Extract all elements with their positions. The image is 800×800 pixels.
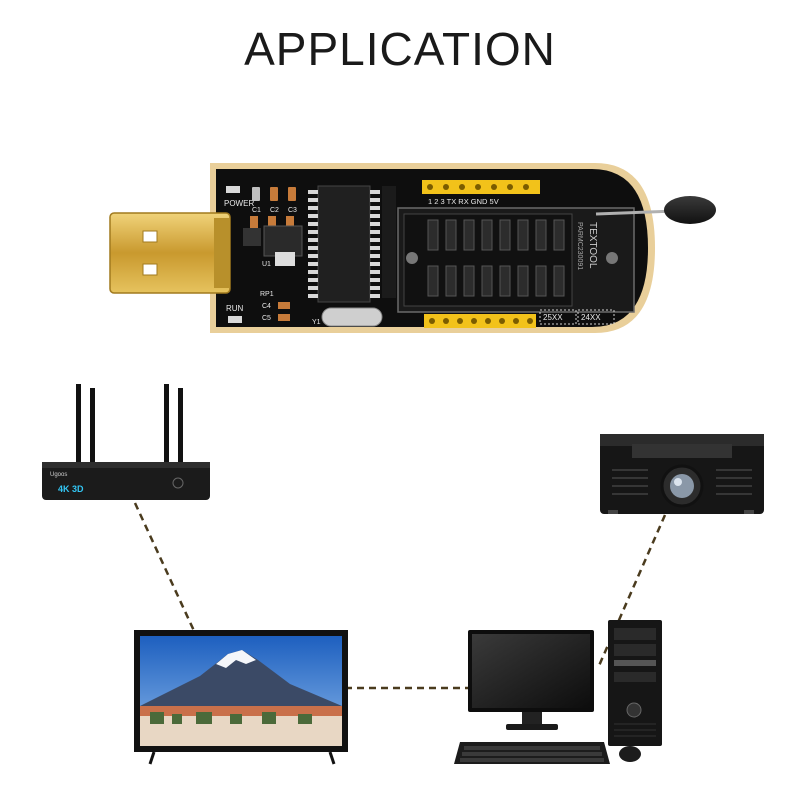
zif-lever[interactable] [595,196,716,224]
bottom-pin-header [424,314,536,328]
monitor-screen [472,634,590,708]
socket-part-number: PARMC230091 [576,222,583,270]
label-c5: C5 [262,315,271,322]
label-header-pins: 1 2 3 TX RX GND 5V [428,197,499,206]
projector [600,434,764,514]
stb-brand: Ugoos [50,472,67,478]
connection-lines [133,502,667,690]
run-led [228,316,242,323]
label-c1: C1 [252,207,261,214]
power-led [226,186,240,193]
crystal-oscillator [321,307,383,327]
label-c4: C4 [262,303,271,310]
label-y1: Y1 [312,319,321,326]
label-24xx: 24XX [581,313,601,322]
television [134,630,348,765]
line-settopbox-tv [133,502,197,634]
label-c3: C3 [288,207,297,214]
label-rp1: RP1 [260,291,274,298]
zif-socket: TEXTOOL PARMC230091 [397,207,635,313]
usb-connector [109,212,231,294]
label-run: RUN [226,304,244,313]
ch341a-programmer-board: POWER C1 C2 C3 F1 U1 RP1 RUN C4 C5 [109,163,716,333]
stb-badge: 4K 3D [58,484,84,494]
mouse [619,746,641,762]
page-title: APPLICATION [244,23,556,75]
label-u1: U1 [262,261,271,268]
desktop-computer [454,620,662,764]
socket-brand: TEXTOOL [587,222,598,269]
label-c2: C2 [270,207,279,214]
line-projector-computer [596,514,667,669]
label-power: POWER [224,199,254,208]
label-25xx: 25XX [543,313,563,322]
set-top-box: Ugoos 4K 3D [42,384,210,500]
ch341a-chip [317,185,371,303]
